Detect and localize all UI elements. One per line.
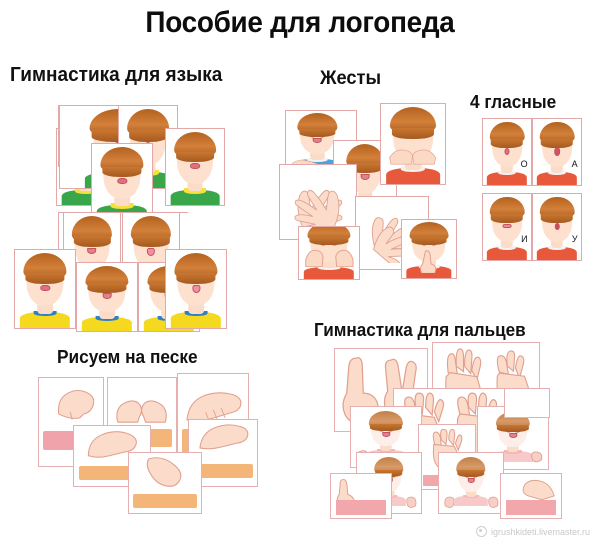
hands-over-mouth-icon (387, 141, 438, 168)
sand-card[interactable] (128, 452, 202, 514)
finger-card[interactable] (438, 452, 504, 514)
drawing-hand-icon (196, 424, 250, 458)
vowel-letter: О (520, 159, 528, 170)
tongue-card[interactable] (165, 128, 225, 206)
finger-card[interactable] (500, 473, 562, 519)
tongue-card[interactable] (91, 143, 153, 221)
hands-on-cheeks-icon (303, 245, 356, 267)
crossed-hands-icon (285, 171, 352, 233)
vowel-card-u[interactable]: У (532, 193, 582, 261)
gesture-card[interactable] (380, 103, 446, 185)
watermark-logo-icon (475, 526, 487, 537)
section-title-fingers: Гимнастика для пальцев (314, 320, 526, 340)
vowel-card-o[interactable]: О (482, 118, 532, 186)
side-hand-icon (521, 477, 557, 502)
pointing-finger-icon (336, 476, 364, 505)
finger-card[interactable] (504, 388, 550, 418)
vowel-card-a[interactable]: А (532, 118, 582, 186)
two-fists-icon (113, 392, 170, 431)
finger-to-lips-icon (418, 249, 439, 274)
page-title: Пособие для логопеда (145, 6, 455, 39)
tongue-card[interactable] (14, 249, 76, 329)
watermark-text: igrushkideti.livemaster.ru (490, 526, 590, 537)
pinching-hand-icon (53, 385, 95, 422)
vowel-letter: И (521, 234, 528, 245)
watermark: igrushkideti.livemaster.ru (475, 526, 590, 537)
vowel-letter: У (571, 234, 578, 245)
pinch-draw-hand-icon (141, 455, 191, 490)
vowel-letter: А (571, 159, 578, 170)
tongue-card[interactable] (76, 262, 138, 332)
section-title-gestures: Жесты (320, 68, 382, 89)
section-title-vowels: 4 гласные (470, 92, 557, 112)
overlapping-hands-icon (362, 203, 422, 264)
pointing-hand-icon (82, 430, 144, 463)
tongue-card[interactable] (165, 249, 227, 329)
finger-card[interactable] (330, 473, 392, 519)
sand-card[interactable] (188, 419, 258, 487)
gesture-card[interactable] (401, 219, 457, 279)
section-title-tongue: Гимнастика для языка (10, 64, 223, 86)
section-title-sand: Рисуем на песке (57, 347, 198, 367)
gesture-card[interactable] (298, 226, 360, 280)
vowel-card-i[interactable]: И (482, 193, 532, 261)
